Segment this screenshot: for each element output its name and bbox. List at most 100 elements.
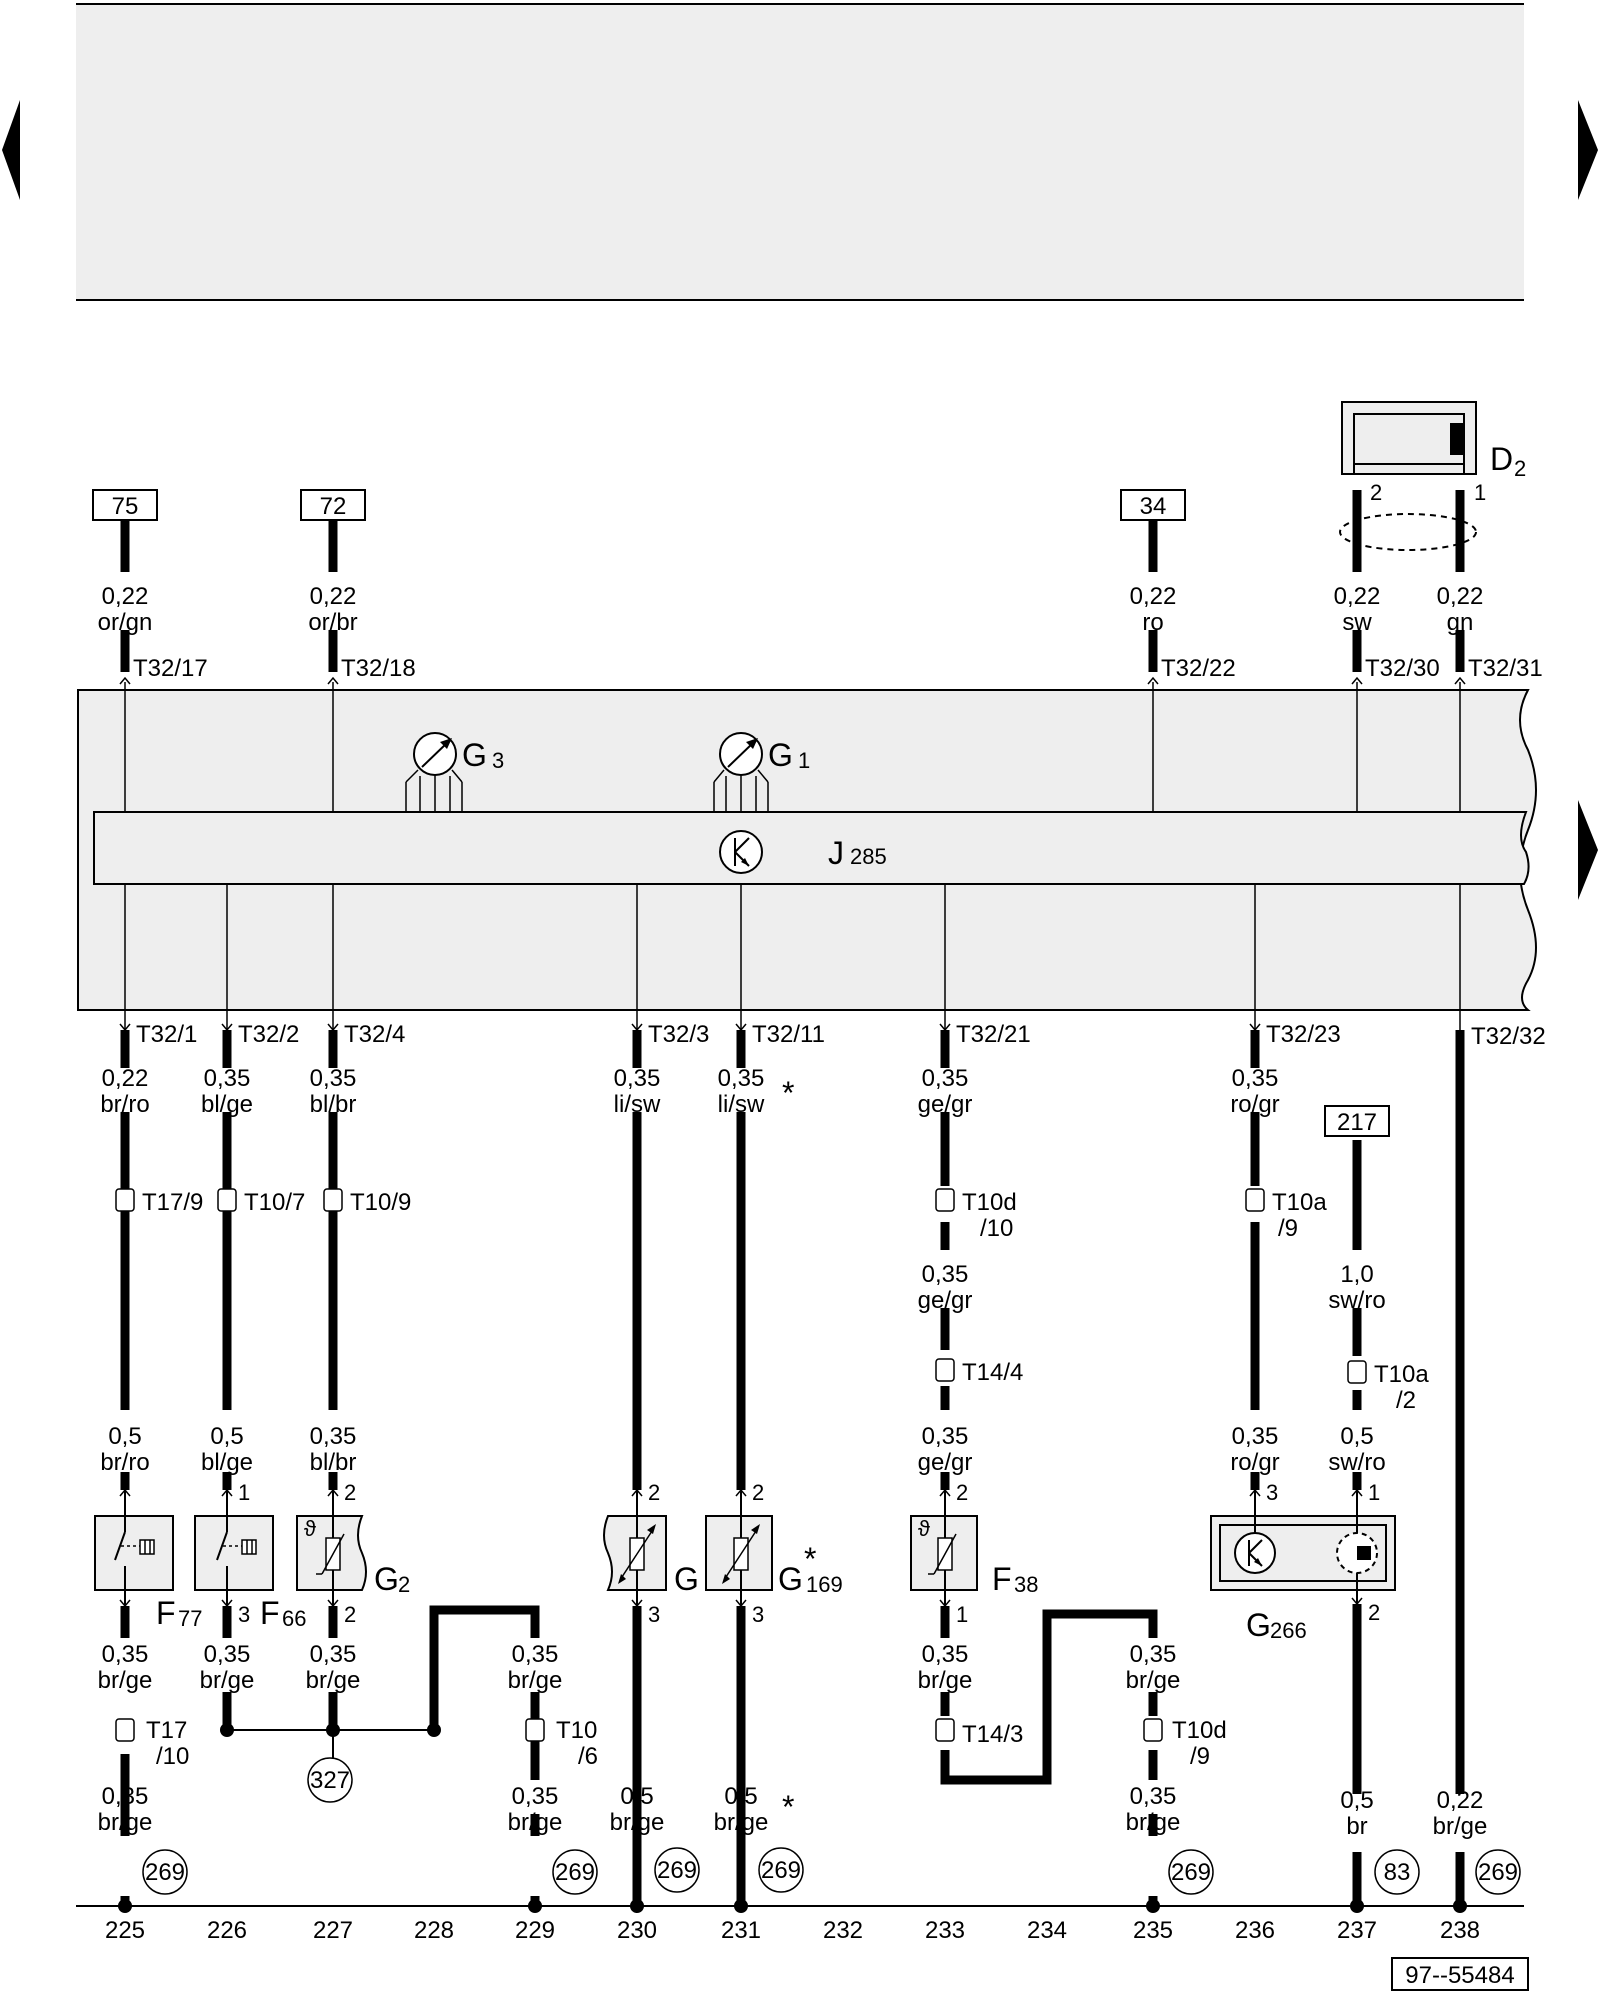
svg-text:38: 38 [1014,1572,1038,1597]
svg-text:1,0: 1,0 [1340,1261,1373,1288]
g1-gauge: G 1 [713,732,810,812]
svg-text:T32/11: T32/11 [752,1021,825,1048]
svg-text:0,35: 0,35 [204,1641,251,1668]
svg-text:ro/gr: ro/gr [1230,1091,1279,1118]
svg-text:or/gn: or/gn [98,609,153,636]
svg-text:T10a: T10a [1374,1361,1429,1388]
svg-text:T10a: T10a [1272,1189,1327,1216]
j285-letter: J [828,835,844,871]
svg-text:F: F [156,1595,176,1631]
g266-oil-level-sender: G 266 [1210,1490,1396,1643]
cluster-internal-wires-lower [124,884,1461,1030]
ref-box-72: 72 [300,489,366,521]
svg-text:ge/gr: ge/gr [918,1287,973,1314]
svg-text:229: 229 [515,1917,555,1944]
theta-symbol: ϑ [304,1516,316,1541]
svg-text:0,35: 0,35 [922,1641,969,1668]
svg-text:0,22: 0,22 [102,583,149,610]
top-pin-arrows [119,676,1466,685]
ref-box-75: 75 [92,489,158,521]
svg-text:*: * [782,1789,794,1825]
header-band [76,4,1524,300]
svg-text:/6: /6 [578,1743,598,1770]
ref-circle-83: 83 [1374,1849,1420,1895]
svg-text:66: 66 [282,1606,306,1631]
svg-text:br/ge: br/ge [610,1809,665,1836]
svg-text:T32/30: T32/30 [1365,655,1440,682]
svg-text:T32/18: T32/18 [341,655,416,682]
svg-text:237: 237 [1337,1917,1377,1944]
svg-text:T32/3: T32/3 [648,1021,709,1048]
svg-text:3: 3 [1266,1480,1278,1505]
svg-text:T10d: T10d [962,1189,1017,1216]
top-wires [120,490,1465,672]
svg-text:327: 327 [310,1767,350,1794]
svg-text:233: 233 [925,1917,965,1944]
svg-text:72: 72 [320,493,347,520]
ref-circle-269: 269 [1475,1849,1521,1895]
svg-text:br/ge: br/ge [98,1667,153,1694]
svg-text:2: 2 [1370,480,1382,505]
svg-text:*: * [782,1075,794,1111]
connector-labels: T17/9 T10/7 T10/9 T10d /10 T10a /9 T14/4… [142,1189,1429,1770]
svg-text:2: 2 [1368,1600,1380,1625]
svg-text:1: 1 [238,1480,250,1505]
svg-text:br/ge: br/ge [508,1667,563,1694]
svg-text:2: 2 [398,1572,410,1597]
svg-text:br/ge: br/ge [200,1667,255,1694]
svg-text:2: 2 [752,1480,764,1505]
svg-text:T32/17: T32/17 [133,655,208,682]
svg-text:0,22: 0,22 [1130,583,1177,610]
svg-text:1: 1 [798,748,810,773]
ref-circle-269: 269 [1168,1849,1214,1895]
svg-text:br/ge: br/ge [1126,1667,1181,1694]
svg-text:T32/1: T32/1 [136,1021,197,1048]
svg-text:0,35: 0,35 [102,1641,149,1668]
junction-dots [118,1723,1467,1913]
svg-text:T10: T10 [556,1717,597,1744]
page-next-arrow[interactable] [1578,100,1598,200]
svg-text:or/br: or/br [308,609,357,636]
svg-text:sw: sw [1342,609,1372,636]
svg-text:232: 232 [823,1917,863,1944]
svg-text:2: 2 [648,1480,660,1505]
svg-text:/2: /2 [1396,1387,1416,1414]
svg-text:br/ro: br/ro [100,1091,149,1118]
svg-text:T14/3: T14/3 [962,1721,1023,1748]
svg-text:2: 2 [344,1602,356,1627]
ref-circle-327: 327 [307,1757,353,1803]
svg-text:ge/gr: ge/gr [918,1091,973,1118]
svg-text:231: 231 [721,1917,761,1944]
svg-text:1: 1 [1368,1480,1380,1505]
svg-text:F: F [992,1561,1012,1597]
ref-circle-269: 269 [552,1849,598,1895]
svg-text:0,35: 0,35 [1232,1065,1279,1092]
svg-text:T32/21: T32/21 [956,1021,1031,1048]
circle-refs: 269 327 269 269 269 269 83 269 [142,1757,1521,1895]
ref-circle-269: 269 [758,1847,804,1893]
page-prev-arrow[interactable] [2,100,20,200]
svg-text:0,22: 0,22 [310,583,357,610]
svg-text:sw/ro: sw/ro [1328,1449,1385,1476]
j285-symbol [719,830,763,874]
svg-text:0,5: 0,5 [724,1783,757,1810]
svg-text:0,35: 0,35 [922,1065,969,1092]
svg-text:T17/9: T17/9 [142,1189,203,1216]
svg-text:br/ge: br/ge [918,1667,973,1694]
svg-text:bl/br: bl/br [310,1091,357,1118]
g2-temperature-sender: ϑ G 2 [296,1490,410,1606]
svg-text:0,35: 0,35 [922,1423,969,1450]
svg-text:228: 228 [414,1917,454,1944]
svg-text:2: 2 [956,1480,968,1505]
svg-text:G: G [374,1561,399,1597]
svg-text:ro: ro [1142,609,1163,636]
g3-gauge: G 3 [405,732,504,812]
svg-text:br/ge: br/ge [714,1809,769,1836]
svg-text:0,35: 0,35 [310,1641,357,1668]
svg-text:217: 217 [1337,1109,1377,1136]
continue-right-arrow[interactable] [1578,800,1598,900]
svg-text:75: 75 [112,493,139,520]
svg-text:F: F [260,1595,280,1631]
svg-text:236: 236 [1235,1917,1275,1944]
